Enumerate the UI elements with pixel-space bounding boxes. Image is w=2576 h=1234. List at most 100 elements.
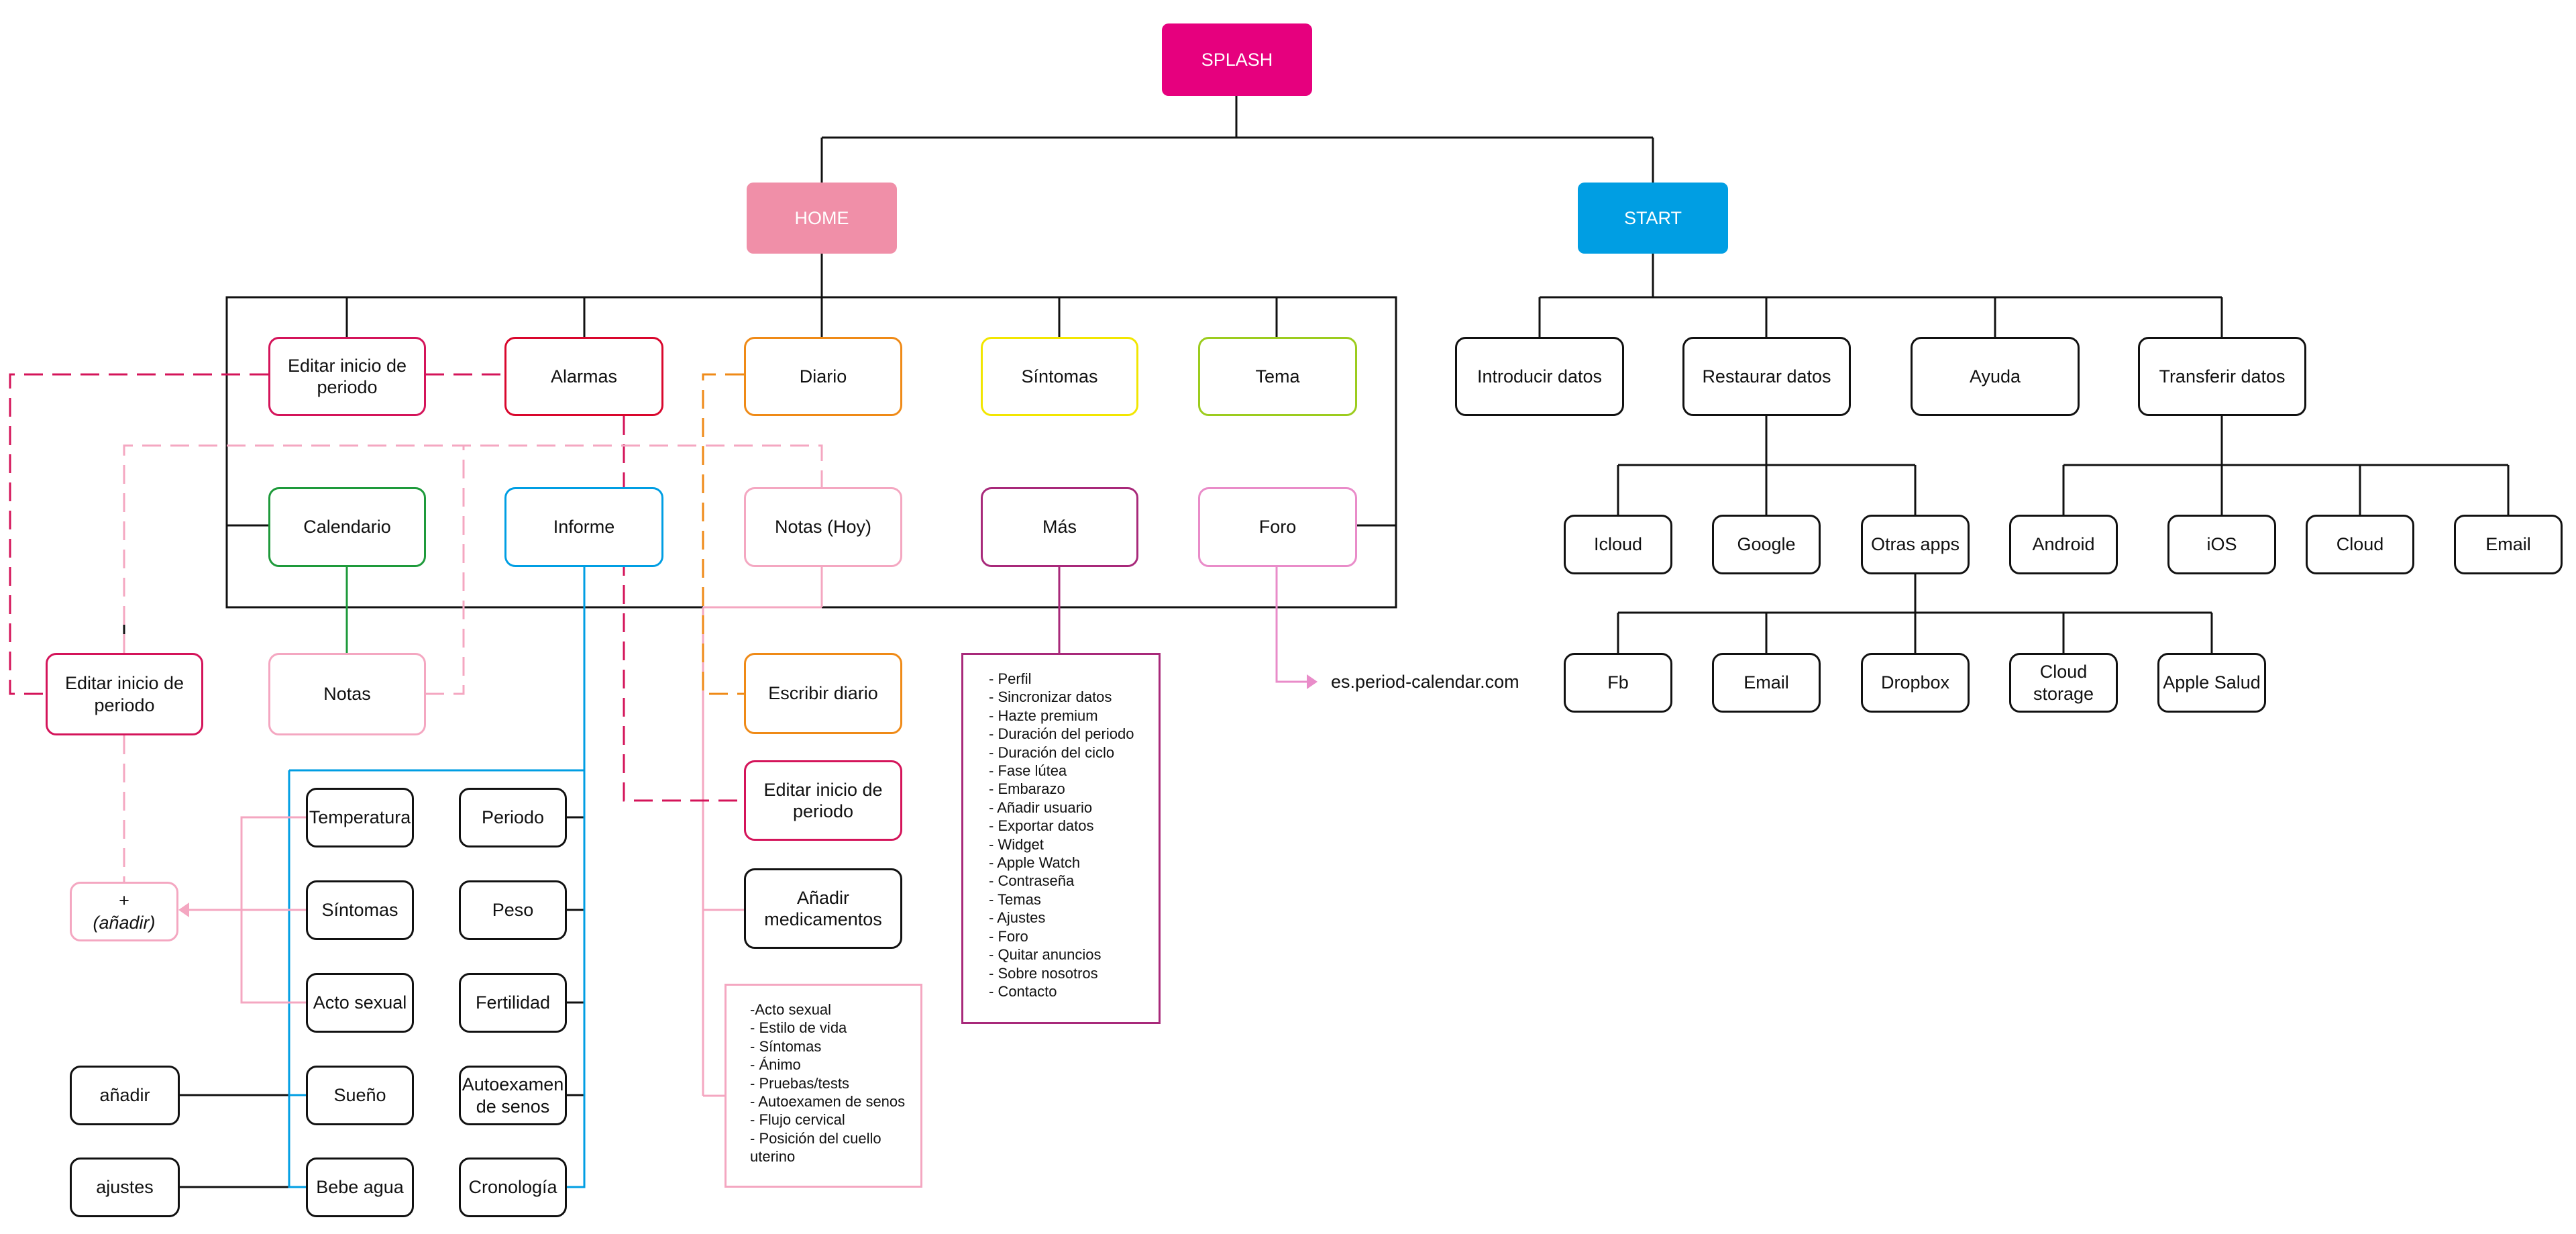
apple-salud-node: Apple Salud [2157,653,2266,713]
splash-label: SPLASH [1201,49,1273,70]
acto-sexual-label: Acto sexual [313,992,407,1013]
calendario-node: Calendario [268,487,426,567]
bebe-agua-node: Bebe agua [306,1158,414,1217]
dropbox-node: Dropbox [1861,653,1970,713]
list-item: - Duración del periodo [989,725,1134,743]
icloud-node: Icloud [1564,515,1672,574]
node-label-line: Autoexamen [462,1074,564,1095]
cronologia-label: Cronología [468,1177,557,1198]
email-transferir-label: Email [2485,534,2531,555]
mas-label: Más [1042,517,1077,537]
list-item: - Añadir usuario [989,799,1093,816]
node-label-line: Añadir [796,887,850,908]
home-node: HOME [747,183,897,254]
anadir-label: (añadir) [93,912,156,933]
list-item: - Temas [989,890,1041,908]
home-label: HOME [794,207,849,228]
list-item: - Estilo de vida [750,1019,847,1037]
foro-label: Foro [1258,517,1297,537]
email-label: Email [1743,672,1789,693]
periodo-node: Periodo [459,788,567,847]
email-restaurar-node: Email [1712,653,1821,713]
list-item: - Autoexamen de senos [750,1093,906,1111]
node-label-line: Editar inicio de [763,779,883,800]
fertilidad-label: Fertilidad [475,992,551,1013]
diario-node: Diario [744,337,902,416]
ios-node: iOS [2167,515,2276,574]
temperatura-label: Temperatura [309,807,411,828]
list-item: - Pruebas/tests [750,1074,849,1092]
sueno-node: Sueño [306,1066,414,1125]
informe-label: Informe [553,517,615,537]
google-node: Google [1712,515,1821,574]
alarmas-node: Alarmas [504,337,663,416]
foro-url: es.period-calendar.com [1331,672,1519,692]
node-label-line: medicamentos [764,909,882,929]
anadir-text: añadir [99,1085,150,1106]
sintomas-informe-node: Síntomas [306,880,414,940]
sintomas-label: Síntomas [1021,366,1098,387]
informe-node: Informe [504,487,663,567]
google-label: Google [1737,534,1796,555]
sintomas-informe-label: Síntomas [321,900,398,921]
node-label-line: periodo [792,801,854,821]
ajustes-label: ajustes [96,1177,154,1198]
list-item: - Sobre nosotros [989,964,1098,982]
fb-label: Fb [1607,672,1629,693]
list-item: - Perfil [989,670,1032,687]
notas-hoy-node: Notas (Hoy) [744,487,902,567]
list-item: - Duración del ciclo [989,743,1115,761]
otras-apps-label: Otras apps [1870,534,1960,555]
plus-label: + [119,890,129,911]
node-label-line: Editar inicio de [287,355,407,376]
list-item: - Flujo cervical [750,1111,845,1129]
list-item: - Widget [989,835,1044,853]
mas-list: - Perfil - Sincronizar datos - Hazte pre… [961,653,1161,1024]
list-item: - Ajustes [989,909,1046,927]
notas-hoy-list: -Acto sexual - Estilo de vida - Síntomas… [724,984,922,1188]
diario-label: Diario [799,366,847,387]
peso-node: Peso [459,880,567,940]
sintomas-node: Síntomas [981,337,1138,416]
notas-label: Notas [323,684,371,705]
cloud-node: Cloud [2306,515,2414,574]
dropbox-label: Dropbox [1880,672,1950,693]
android-node: Android [2009,515,2118,574]
splash-node: SPLASH [1162,23,1312,96]
icloud-label: Icloud [1593,534,1643,555]
calendario-label: Calendario [303,517,391,537]
sueno-label: Sueño [333,1085,386,1106]
tema-node: Tema [1198,337,1357,416]
node-label-line: storage [2033,683,2094,704]
list-item: - Contacto [989,982,1057,1000]
fb-node: Fb [1564,653,1672,713]
introducir-datos-label: Introducir datos [1477,366,1603,387]
ajustes-node: ajustes [70,1158,180,1217]
acto-sexual-node: Acto sexual [306,973,414,1033]
start-node: START [1578,183,1728,254]
anadir-node: añadir [70,1066,180,1125]
escribir-diario-node: Escribir diario [744,653,902,734]
list-item: uterino [750,1148,796,1166]
bebe-agua-label: Bebe agua [316,1177,404,1198]
ayuda-label: Ayuda [1969,366,2021,387]
periodo-label: Periodo [481,807,545,828]
list-item: - Apple Watch [989,854,1081,872]
otras-apps-node: Otras apps [1861,515,1970,574]
node-label-line: periodo [317,377,378,397]
list-item: - Embarazo [989,780,1065,798]
mas-node: Más [981,487,1138,567]
restaurar-datos-node: Restaurar datos [1682,337,1851,416]
node-label-line: periodo [94,695,155,715]
list-item: - Ánimo [750,1056,801,1074]
node-label-line: Cloud [2039,662,2088,682]
apple-salud-label: Apple Salud [2163,672,2261,693]
transferir-datos-node: Transferir datos [2138,337,2306,416]
list-item: - Contraseña [989,872,1075,890]
node-label-line: Editar inicio de [64,673,184,694]
